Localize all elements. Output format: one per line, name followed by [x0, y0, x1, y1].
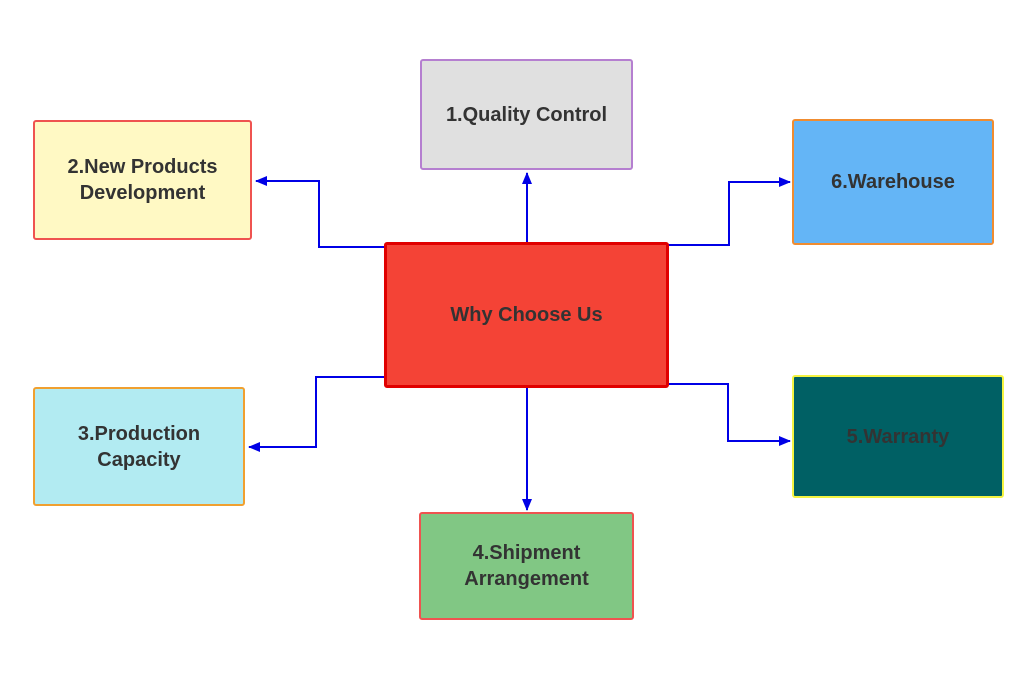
- node-new-products-label: 2.New Products Development: [67, 156, 218, 204]
- node-production-capacity-label: 3.Production Capacity: [77, 422, 201, 471]
- center-node-why-choose-us: Why Choose Us: [384, 242, 669, 388]
- node-shipment-arrangement-label: 4.Shipment Arrangement: [464, 542, 589, 590]
- node-shipment-arrangement: 4.Shipment Arrangement: [419, 512, 634, 620]
- node-warehouse-label: 6.Warehouse: [831, 171, 955, 193]
- connector-production-capacity: [248, 376, 385, 452]
- center-node-label: Why Choose Us: [450, 304, 603, 326]
- node-quality-control-label: 1.Quality Control: [445, 103, 608, 126]
- node-warranty-label: 5.Warranty: [846, 425, 950, 448]
- node-warranty: 5.Warranty: [792, 375, 1004, 498]
- node-new-products-development: 2.New Products Development: [33, 120, 252, 240]
- node-production-capacity: 3.Production Capacity: [33, 387, 245, 506]
- node-warehouse: 6.Warehouse: [792, 119, 994, 245]
- node-quality-control: 1.Quality Control: [420, 59, 633, 170]
- connector-warehouse: [668, 177, 791, 246]
- connector-warranty: [668, 383, 791, 446]
- connector-new-products: [255, 176, 385, 248]
